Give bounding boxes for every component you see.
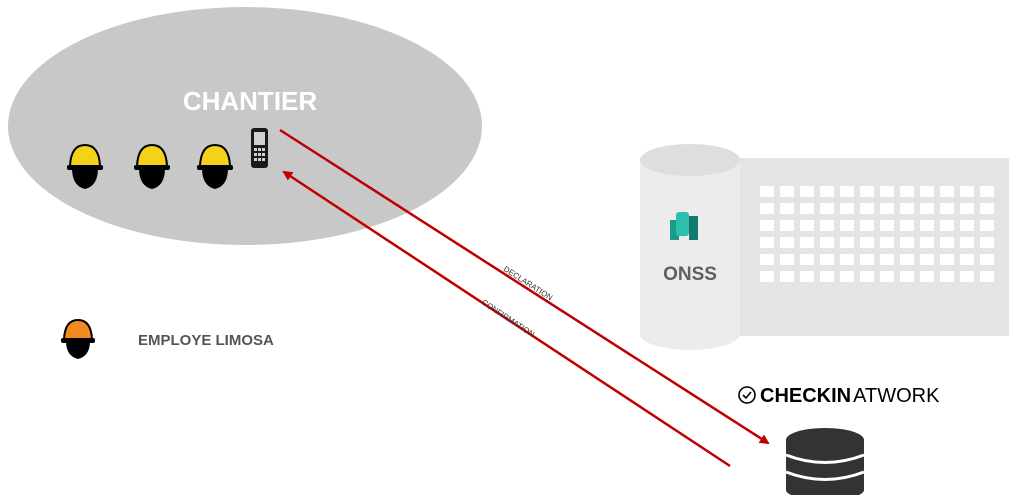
building-window (800, 254, 814, 265)
building-window (920, 271, 934, 282)
site-label: CHANTIER (183, 86, 318, 116)
building-window (900, 203, 914, 214)
building-window (880, 220, 894, 231)
worker-helmet-icon (134, 143, 170, 189)
building-window (860, 237, 874, 248)
building-window (920, 237, 934, 248)
building-window (820, 203, 834, 214)
building-window (820, 254, 834, 265)
check-circle-icon (738, 386, 756, 404)
building-window (960, 186, 974, 197)
worker-helmet-icon (67, 143, 103, 189)
building-window (780, 237, 794, 248)
building-window (880, 203, 894, 214)
building-window (760, 186, 774, 197)
building-window (860, 254, 874, 265)
building-window (920, 203, 934, 214)
building-window (900, 220, 914, 231)
confirmation-arrow (282, 170, 731, 468)
building-window (820, 186, 834, 197)
building-window (900, 271, 914, 282)
building-window (800, 237, 814, 248)
building-window (840, 186, 854, 197)
building-window (800, 203, 814, 214)
building-window (840, 220, 854, 231)
onss-building-windows (760, 186, 994, 282)
building-window (760, 203, 774, 214)
site-ellipse (8, 7, 482, 245)
building-window (800, 220, 814, 231)
building-window (980, 220, 994, 231)
building-window (960, 220, 974, 231)
confirmation-label: CONFIRMATION (480, 298, 536, 339)
building-window (920, 220, 934, 231)
building-window (960, 237, 974, 248)
building-window (860, 203, 874, 214)
building-window (820, 237, 834, 248)
building-window (840, 271, 854, 282)
building-window (860, 186, 874, 197)
building-window (880, 186, 894, 197)
building-window (940, 220, 954, 231)
onss-building: ONSS (640, 144, 1009, 350)
building-window (780, 220, 794, 231)
building-window (800, 271, 814, 282)
building-window (940, 237, 954, 248)
building-window (820, 220, 834, 231)
building-window (860, 271, 874, 282)
declaration-arrow (279, 128, 770, 445)
building-window (760, 271, 774, 282)
building-window (780, 203, 794, 214)
building-window (920, 254, 934, 265)
onss-logo-icon (670, 212, 698, 240)
mobile-phone-icon (251, 128, 268, 168)
building-window (980, 237, 994, 248)
building-window (780, 186, 794, 197)
building-window (980, 186, 994, 197)
site-area: CHANTIER (8, 7, 482, 245)
legend: EMPLOYE LIMOSA (61, 318, 274, 359)
building-window (900, 186, 914, 197)
building-window (980, 203, 994, 214)
building-window (940, 271, 954, 282)
building-window (980, 271, 994, 282)
onss-cylinder (640, 160, 740, 334)
building-window (840, 254, 854, 265)
building-window (900, 237, 914, 248)
building-window (760, 237, 774, 248)
worker-helmet-icon (61, 318, 95, 359)
building-window (780, 254, 794, 265)
checkin-brand-light: ATWORK (853, 385, 940, 407)
building-window (860, 220, 874, 231)
building-window (980, 254, 994, 265)
building-window (940, 186, 954, 197)
building-window (940, 203, 954, 214)
building-window (920, 186, 934, 197)
legend-label: EMPLOYE LIMOSA (138, 332, 274, 349)
building-window (760, 220, 774, 231)
building-window (960, 203, 974, 214)
worker-helmet-icon (197, 143, 233, 189)
building-window (880, 254, 894, 265)
declaration-label: DECLARATION (502, 264, 554, 302)
building-window (900, 254, 914, 265)
building-window (820, 271, 834, 282)
building-window (760, 254, 774, 265)
building-window (840, 203, 854, 214)
onss-label: ONSS (663, 264, 717, 285)
database-icon (785, 428, 865, 495)
building-window (960, 271, 974, 282)
building-window (960, 254, 974, 265)
building-window (940, 254, 954, 265)
building-window (880, 237, 894, 248)
building-window (840, 237, 854, 248)
checkin-brand-bold: CHECKIN (760, 385, 851, 407)
building-window (800, 186, 814, 197)
building-window (780, 271, 794, 282)
building-window (880, 271, 894, 282)
